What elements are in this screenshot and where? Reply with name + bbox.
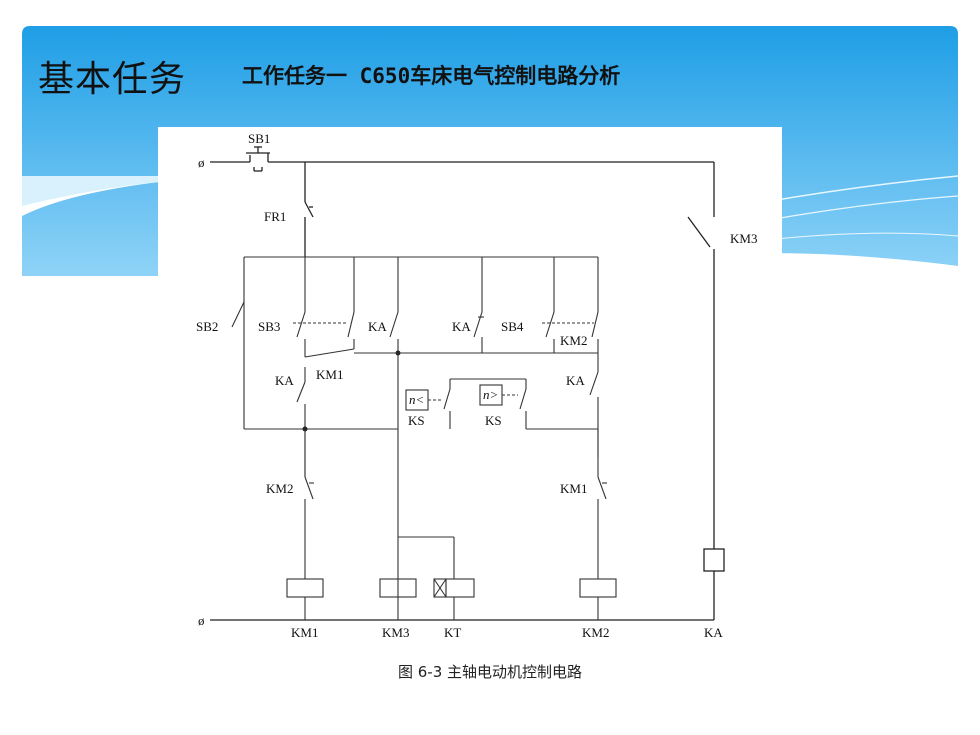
sb2-label: SB2 — [196, 319, 218, 334]
slide-title: 基本任务 — [38, 59, 187, 100]
coil-kt-label: KT — [444, 625, 461, 640]
ks2-label: KS — [485, 413, 502, 428]
control-circuit-diagram: ø SB1 ø FR1 — [158, 127, 782, 642]
km2-nc-contact: KM2 — [266, 429, 314, 579]
ka3-label: KA — [275, 373, 294, 388]
figure-caption: 图 6-3 主轴电动机控制电路 — [397, 663, 583, 681]
sb2-switch: SB2 — [196, 301, 245, 334]
ks1-label: KS — [408, 413, 425, 428]
bottom-rail: ø — [198, 613, 714, 628]
coils — [286, 578, 617, 620]
fr1-branch: FR1 — [264, 162, 314, 257]
coil-km2-label: KM2 — [582, 625, 609, 640]
km1-nc-contact: KM1 — [560, 429, 607, 579]
sb3-column: SB3 KM1 KA — [258, 257, 355, 477]
km2-nc-label: KM2 — [266, 481, 293, 496]
ka-column-1: KA — [354, 257, 598, 597]
km1-nc-label: KM1 — [560, 481, 587, 496]
sb1-label: SB1 — [248, 131, 270, 146]
top-rail: ø SB1 — [198, 131, 714, 172]
phase-symbol-bottom: ø — [198, 613, 205, 628]
km1-contact-label: KM1 — [316, 367, 343, 382]
ka2-label: KA — [452, 319, 471, 334]
ks-relays: n< KS n> KS — [405, 378, 598, 430]
ka-coil-branch: KM3 — [687, 162, 757, 620]
slide-subtitle: 工作任务一 C650车床电气控制电路分析 — [242, 64, 621, 88]
phase-symbol-top: ø — [198, 155, 205, 170]
coil-km3-label: KM3 — [382, 625, 409, 640]
relay2-label: n> — [483, 387, 498, 402]
relay1-label: n< — [409, 392, 424, 407]
ka-column-2: KA — [452, 257, 484, 353]
ka1-label: KA — [368, 319, 387, 334]
km2-contact-label: KM2 — [560, 333, 587, 348]
sb4-label: SB4 — [501, 319, 524, 334]
coil-km1-label: KM1 — [291, 625, 318, 640]
coil-ka-label: KA — [704, 625, 723, 640]
km3-contact-label: KM3 — [730, 231, 757, 246]
sb3-label: SB3 — [258, 319, 280, 334]
ka4-label: KA — [566, 373, 585, 388]
fr1-label: FR1 — [264, 209, 286, 224]
sb4-column: SB4 KM2 KA — [501, 257, 599, 457]
